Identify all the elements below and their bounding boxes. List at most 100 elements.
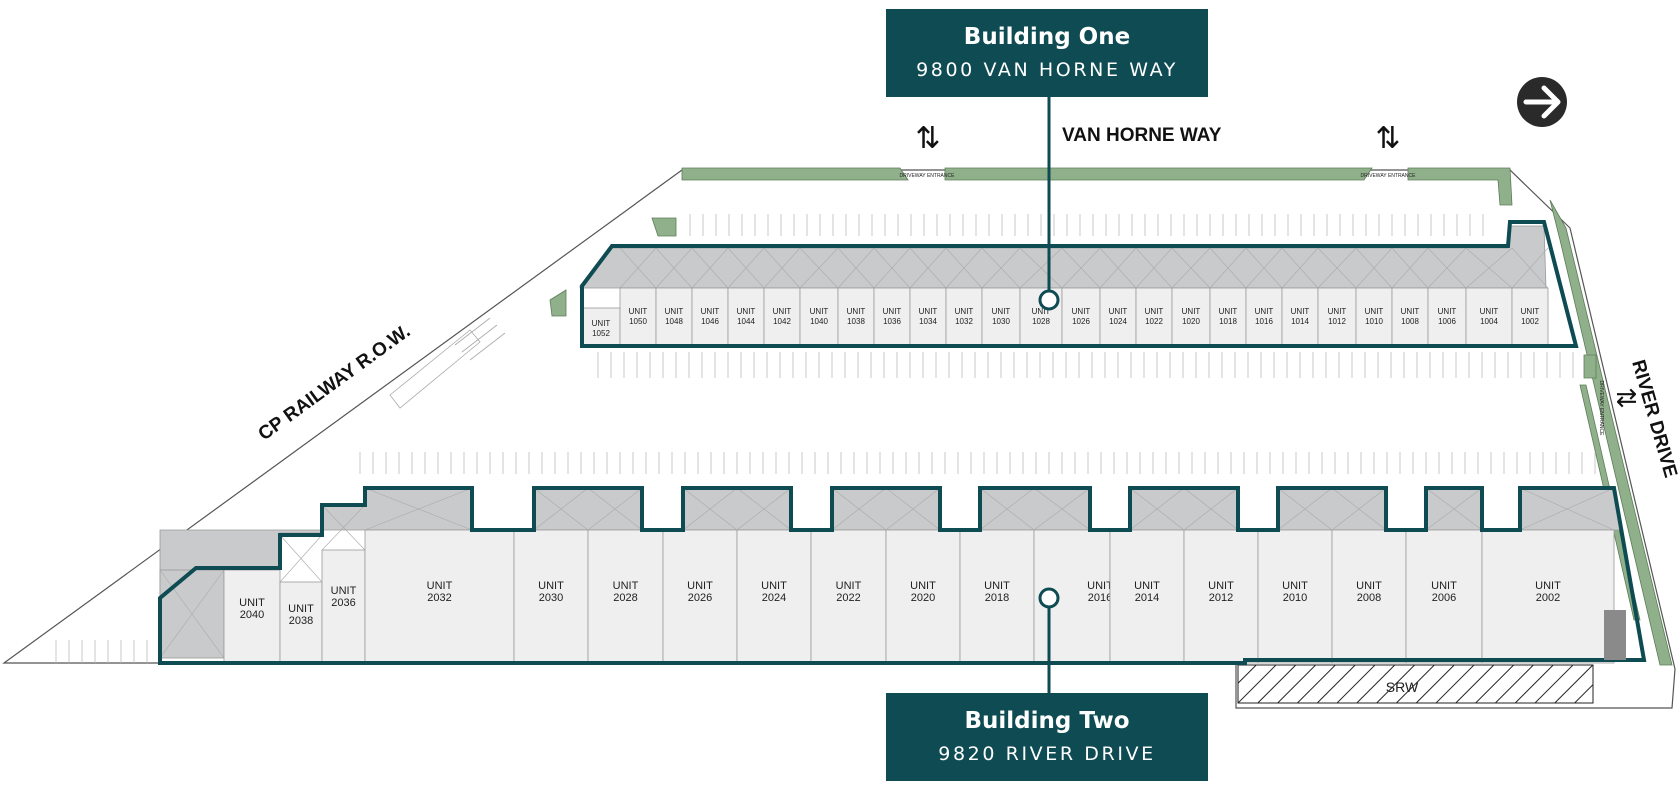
parking-stalls bbox=[55, 214, 1596, 663]
building-one-unit-bay bbox=[1391, 287, 1429, 347]
loading-bay-cross bbox=[1355, 247, 1393, 289]
building-two-unit-bay bbox=[662, 529, 738, 664]
loading-bay-cross bbox=[682, 487, 738, 531]
building-two-title: Building Two bbox=[964, 708, 1130, 734]
building-one-unit-bay bbox=[1209, 287, 1247, 347]
building-one-unit-bay bbox=[1317, 287, 1357, 347]
street-label-river-drive: RIVER DRIVE bbox=[1627, 358, 1680, 481]
two-way-arrow-icon: ⇅ bbox=[915, 122, 940, 155]
loading-bay-cross bbox=[945, 247, 983, 289]
building-one-unit-bay bbox=[837, 287, 875, 347]
building-one-unit-bay bbox=[799, 287, 839, 347]
loading-bay-cross bbox=[1099, 247, 1137, 289]
loading-bay-cross bbox=[159, 569, 225, 659]
srw-label: SRW bbox=[1386, 679, 1419, 695]
loading-bay-cross bbox=[691, 247, 729, 289]
driveway-entrance-south: ⇅ DRIVEWAY ENTRANCE bbox=[1598, 381, 1641, 437]
building-one-unit-bay bbox=[981, 287, 1021, 347]
loading-bay-cross bbox=[1129, 487, 1185, 531]
loading-bay-cross bbox=[1183, 487, 1239, 531]
building-two-label: Building Two 9820 RIVER DRIVE bbox=[886, 693, 1208, 781]
rail-spur bbox=[389, 317, 506, 409]
building-one-unit-bay bbox=[655, 287, 693, 347]
loading-bay-cross bbox=[885, 487, 941, 531]
building-one-outline bbox=[580, 220, 1579, 348]
building-two-marker bbox=[1038, 587, 1060, 609]
building-two-unit-bay bbox=[1405, 529, 1483, 664]
building-one-unit-bay bbox=[763, 287, 801, 347]
loading-bay-cross bbox=[1519, 487, 1615, 531]
driveway-entrance-west: ⇅ DRIVEWAY ENTRANCE bbox=[900, 122, 956, 179]
two-way-arrow-icon: ⇅ bbox=[1611, 387, 1641, 409]
srw-hatched-area bbox=[1237, 664, 1594, 704]
building-two-unit-bay bbox=[736, 529, 812, 664]
loading-bay-cross bbox=[1135, 247, 1173, 289]
building-one-title: Building One bbox=[963, 24, 1131, 50]
loading-bay-cross bbox=[763, 247, 801, 289]
two-way-arrow-icon: ⇅ bbox=[1375, 122, 1400, 155]
loading-bay-cross bbox=[279, 534, 323, 583]
loading-bay-cross bbox=[837, 247, 875, 289]
svg-text:DRIVEWAY ENTRANCE: DRIVEWAY ENTRANCE bbox=[900, 173, 956, 179]
building-one-label: Building One 9800 VAN HORNE WAY bbox=[886, 9, 1208, 97]
loading-bay-cross bbox=[1061, 247, 1101, 289]
building-one-unit-bay bbox=[1465, 287, 1513, 347]
building-two-unit-bay bbox=[1481, 529, 1615, 664]
building-two-unit-bay bbox=[587, 529, 664, 664]
loading-bay-cross bbox=[1427, 247, 1467, 289]
loading-bay-cross bbox=[1209, 247, 1247, 289]
loading-bay-cross bbox=[909, 247, 947, 289]
building-two-unit-bay bbox=[279, 581, 323, 664]
building-one-marker bbox=[1038, 289, 1060, 311]
loading-bay-cross bbox=[1019, 247, 1063, 289]
street-label-van-horne: VAN HORNE WAY bbox=[1062, 125, 1222, 146]
building-two-address: 9820 RIVER DRIVE bbox=[938, 743, 1156, 765]
loading-bay-cross bbox=[831, 487, 887, 531]
building-one-address: 9800 VAN HORNE WAY bbox=[916, 59, 1178, 81]
loading-bay-cross bbox=[655, 247, 693, 289]
loading-bay-cross bbox=[1281, 247, 1319, 289]
building-one-unit-bay bbox=[619, 287, 657, 347]
loading-bay-cross bbox=[873, 247, 911, 289]
driveway-entrance-east: ⇅ DRIVEWAY ENTRANCE bbox=[1361, 122, 1417, 179]
building-two-unit-bay bbox=[1331, 529, 1407, 664]
building-two-unit-bay bbox=[1183, 529, 1259, 664]
loading-bay-cross bbox=[979, 487, 1035, 531]
building-two-unit-bay bbox=[1109, 529, 1185, 664]
building-one-unit-bay bbox=[1245, 287, 1283, 347]
loading-bay-cross bbox=[364, 487, 473, 531]
loading-bay-cross bbox=[533, 487, 589, 531]
building-two-unit-bay bbox=[1257, 529, 1333, 664]
